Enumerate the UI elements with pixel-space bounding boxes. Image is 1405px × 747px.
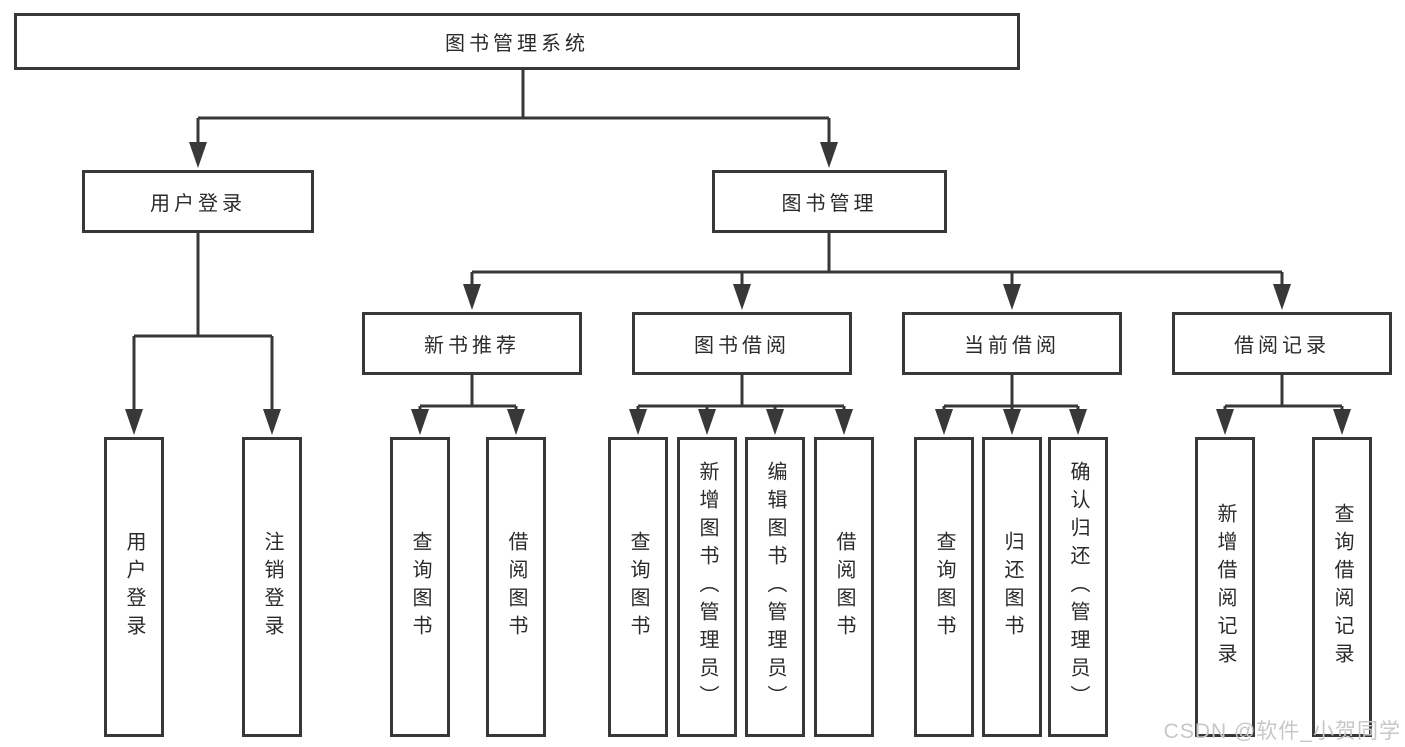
node-leaf-edit-books-admin-label: 编辑图书（管理员） xyxy=(764,461,786,713)
node-leaf-query-books-borrowing-label: 查询图书 xyxy=(627,531,649,643)
node-leaf-query-books-current-label: 查询图书 xyxy=(933,531,955,643)
node-new-book-recommend: 新书推荐 xyxy=(362,312,582,375)
node-user-login-group: 用户登录 xyxy=(82,170,314,233)
node-leaf-logout-label: 注销登录 xyxy=(261,531,283,643)
node-leaf-return-books-label: 归还图书 xyxy=(1001,531,1023,643)
node-current-borrowing: 当前借阅 xyxy=(902,312,1122,375)
node-leaf-add-borrow-record: 新增借阅记录 xyxy=(1195,437,1255,737)
node-leaf-query-borrow-record-label: 查询借阅记录 xyxy=(1331,503,1353,671)
arrowhead xyxy=(698,409,716,435)
node-leaf-add-borrow-record-label: 新增借阅记录 xyxy=(1214,503,1236,671)
arrowhead xyxy=(507,409,525,435)
arrowhead xyxy=(1216,409,1234,435)
node-leaf-borrow-books-recommend: 借阅图书 xyxy=(486,437,546,737)
node-leaf-user-login: 用户登录 xyxy=(104,437,164,737)
arrowhead xyxy=(1003,409,1021,435)
node-book-borrowing-label: 图书借阅 xyxy=(694,335,790,357)
node-book-management-label: 图书管理 xyxy=(781,193,878,215)
node-book-management: 图书管理 xyxy=(712,170,947,233)
node-leaf-query-books-current: 查询图书 xyxy=(914,437,974,737)
arrowhead xyxy=(1333,409,1351,435)
csdn-watermark: CSDN @软件_小贺同学 xyxy=(1163,720,1401,743)
node-leaf-user-login-label: 用户登录 xyxy=(123,531,145,643)
connector-borrowing-to-leaves xyxy=(629,375,853,435)
connector-root-to-level2 xyxy=(189,70,838,168)
node-leaf-edit-books-admin: 编辑图书（管理员） xyxy=(745,437,805,737)
node-leaf-borrow-books: 借阅图书 xyxy=(814,437,874,737)
node-leaf-borrow-books-recommend-label: 借阅图书 xyxy=(505,531,527,643)
arrowhead xyxy=(835,409,853,435)
arrowhead xyxy=(189,142,207,168)
node-new-book-recommend-label: 新书推荐 xyxy=(424,335,520,357)
node-current-borrowing-label: 当前借阅 xyxy=(964,335,1060,357)
arrowhead xyxy=(1069,409,1087,435)
node-leaf-return-books: 归还图书 xyxy=(982,437,1042,737)
arrowhead xyxy=(463,284,481,310)
connector-records-to-leaves xyxy=(1216,375,1351,435)
arrowhead xyxy=(820,142,838,168)
arrowhead xyxy=(629,409,647,435)
node-leaf-query-books-recommend: 查询图书 xyxy=(390,437,450,737)
node-borrow-records-label: 借阅记录 xyxy=(1234,335,1330,357)
arrowhead xyxy=(125,409,143,435)
node-root-system-label: 图书管理系统 xyxy=(445,33,589,55)
arrowhead xyxy=(1273,284,1291,310)
node-leaf-confirm-return-admin: 确认归还（管理员） xyxy=(1048,437,1108,737)
connector-bookmgmt-to-level3 xyxy=(463,233,1291,310)
connector-userlogin-to-leaves xyxy=(125,233,281,435)
node-leaf-query-books-recommend-label: 查询图书 xyxy=(409,531,431,643)
node-leaf-query-borrow-record: 查询借阅记录 xyxy=(1312,437,1372,737)
node-borrow-records: 借阅记录 xyxy=(1172,312,1392,375)
node-leaf-logout: 注销登录 xyxy=(242,437,302,737)
node-root-system: 图书管理系统 xyxy=(14,13,1020,70)
node-leaf-borrow-books-label: 借阅图书 xyxy=(833,531,855,643)
arrowhead xyxy=(935,409,953,435)
node-leaf-query-books-borrowing: 查询图书 xyxy=(608,437,668,737)
node-user-login-group-label: 用户登录 xyxy=(150,193,246,215)
node-leaf-add-books-admin: 新增图书（管理员） xyxy=(677,437,737,737)
node-leaf-confirm-return-admin-label: 确认归还（管理员） xyxy=(1067,461,1089,713)
node-book-borrowing: 图书借阅 xyxy=(632,312,852,375)
arrowhead xyxy=(733,284,751,310)
arrowhead xyxy=(1003,284,1021,310)
arrowhead xyxy=(766,409,784,435)
arrowhead xyxy=(411,409,429,435)
connector-newbooks-to-leaves xyxy=(411,375,525,435)
connector-current-to-leaves xyxy=(935,375,1087,435)
arrowhead xyxy=(263,409,281,435)
node-leaf-add-books-admin-label: 新增图书（管理员） xyxy=(696,461,718,713)
